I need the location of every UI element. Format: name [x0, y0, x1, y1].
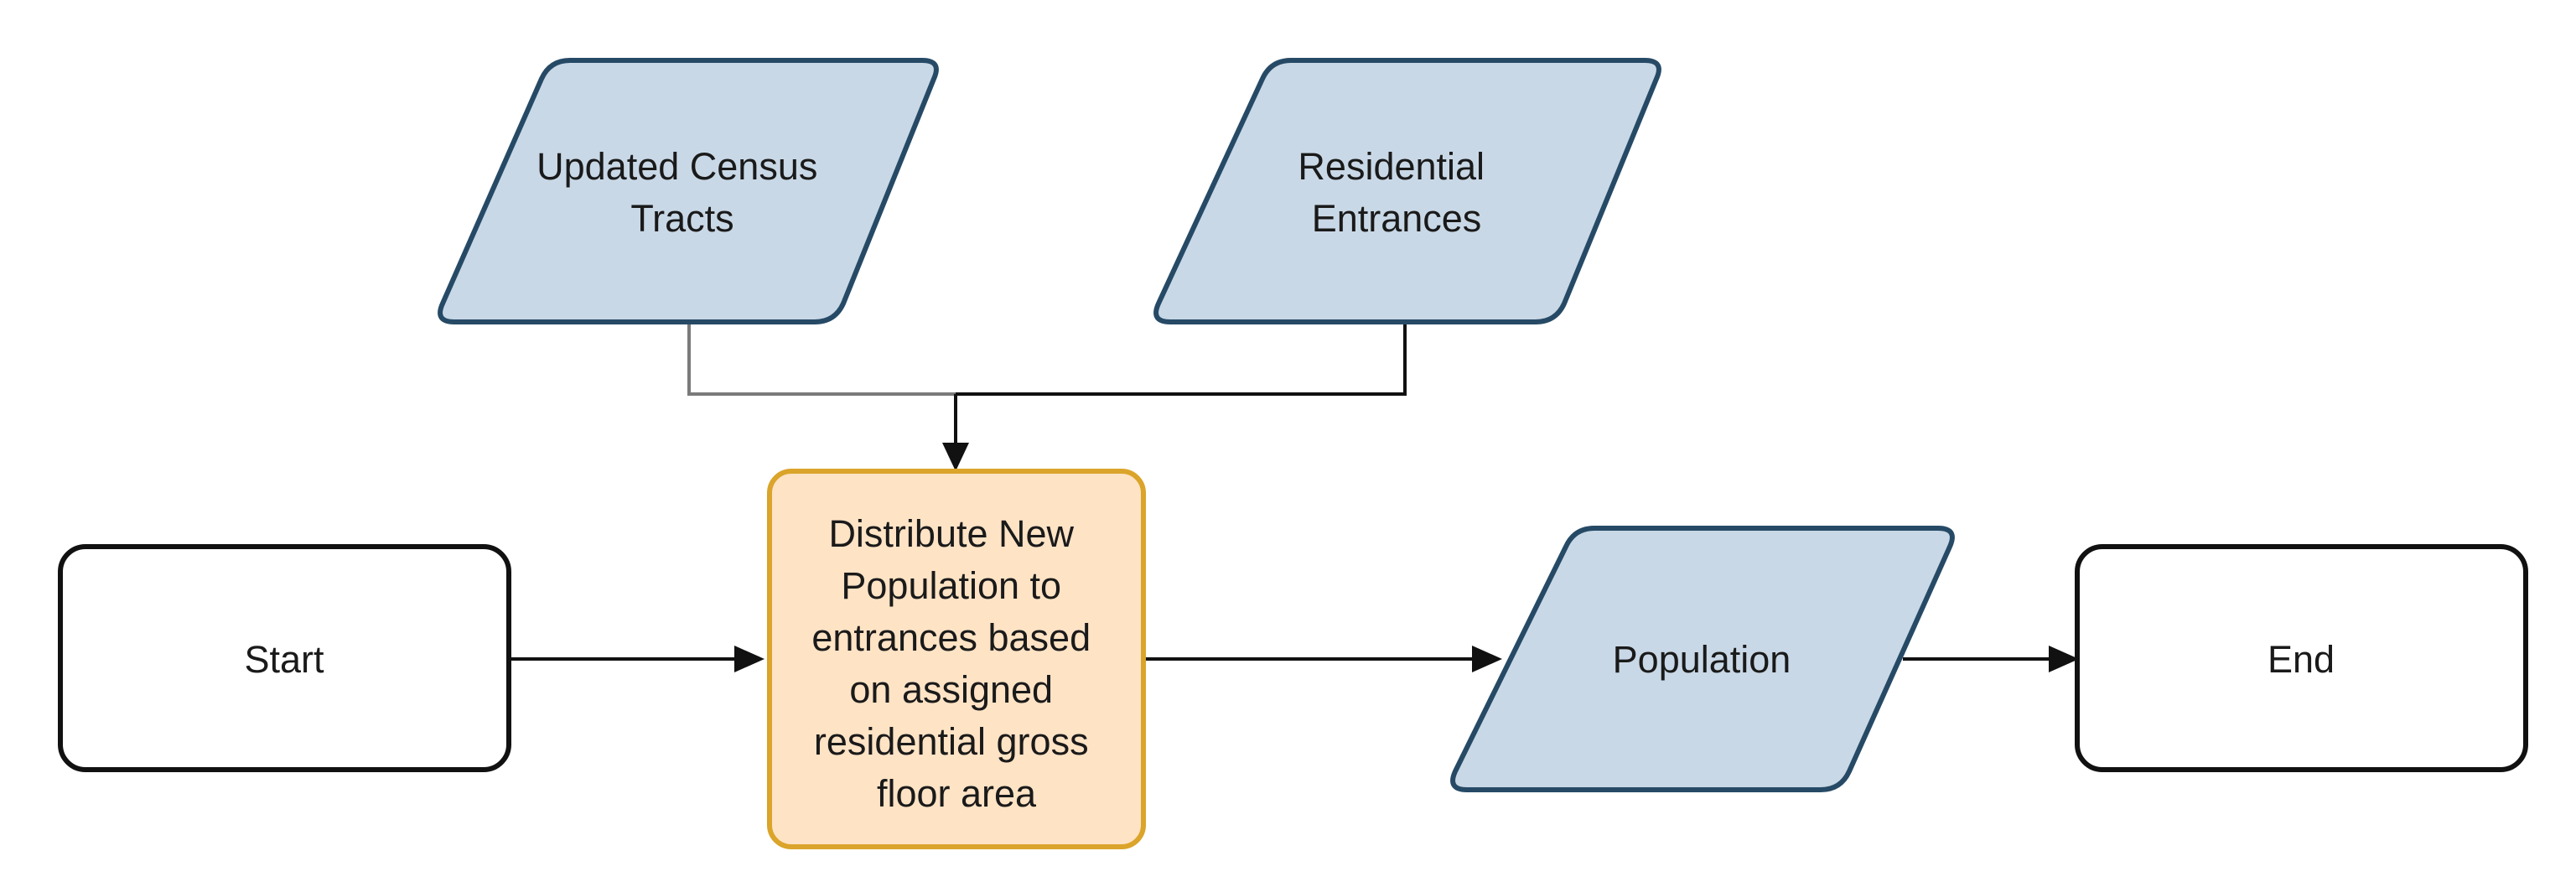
edge-residential-entrances-to-junction	[956, 323, 1407, 396]
label-line: Population	[1613, 638, 1791, 681]
node-residential-entrances: Residential Entrances	[1153, 58, 1661, 324]
node-label: Start	[244, 638, 324, 681]
label-line: End	[2268, 638, 2335, 681]
node-label: Residential Entrances	[1298, 145, 1495, 240]
node-end: End	[2075, 544, 2528, 772]
label-line: Population to	[841, 564, 1061, 607]
node-start: Start	[58, 544, 511, 772]
node-label: Population	[1613, 638, 1791, 681]
label-line: on assigned	[849, 668, 1053, 711]
terminal-box	[58, 544, 511, 772]
node-distribute-new-population: Distribute New Population to entrances b…	[767, 469, 1146, 849]
arrowhead-into-distribute	[942, 443, 969, 471]
node-updated-census-tracts: Updated Census Tracts	[438, 58, 939, 324]
label-line: Start	[244, 638, 324, 681]
label-line: Tracts	[630, 197, 733, 240]
label-line: Updated Census	[536, 145, 817, 188]
arrowhead-distribute-to-population	[1472, 646, 1502, 672]
label-line: Distribute New	[828, 512, 1074, 555]
node-label: Distribute New Population to entrances b…	[811, 512, 1101, 815]
label-line: residential gross	[814, 720, 1089, 763]
data-parallelogram	[438, 58, 939, 324]
label-line: entrances based	[811, 616, 1091, 659]
node-label: End	[2268, 638, 2335, 681]
node-label: Updated Census Tracts	[536, 145, 828, 240]
edges	[509, 323, 2079, 672]
node-population: Population	[1450, 526, 1955, 792]
label-line: Residential	[1298, 145, 1485, 188]
process-box	[767, 469, 1146, 849]
terminal-box	[2075, 544, 2528, 772]
arrowhead-start-to-distribute	[734, 646, 765, 672]
data-parallelogram	[1450, 526, 1955, 792]
edge-census-tracts-to-junction	[687, 323, 956, 396]
arrowhead-population-to-end	[2049, 646, 2079, 672]
label-line: floor area	[877, 772, 1037, 815]
data-parallelogram	[1153, 58, 1661, 324]
label-line: Entrances	[1312, 197, 1482, 240]
